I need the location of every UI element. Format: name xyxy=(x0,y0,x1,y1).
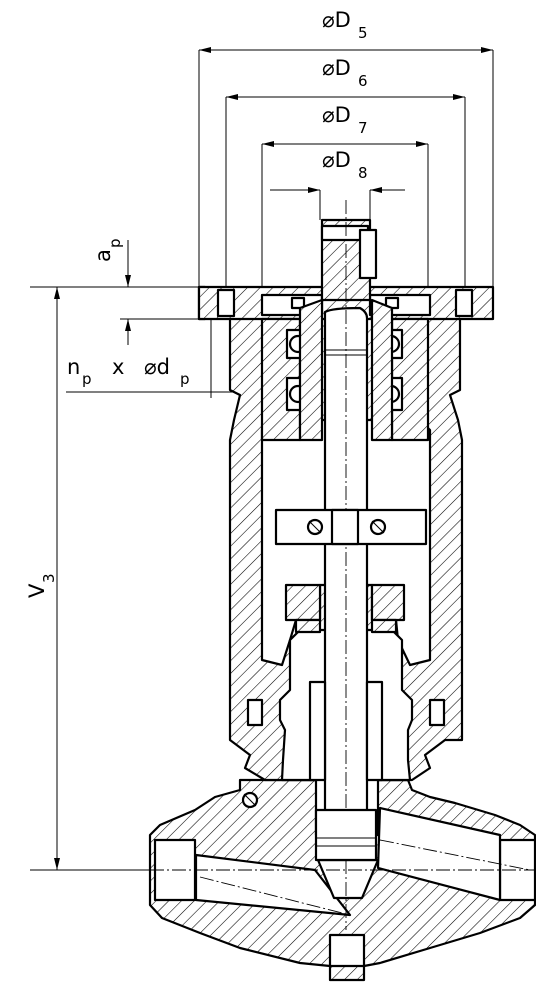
dim-label-V3-subscript: 3 xyxy=(40,573,58,583)
dim-label-dp-subscript: p xyxy=(180,370,190,388)
stem-nut xyxy=(298,218,394,442)
dim-label-dp-symbol: ⌀d xyxy=(144,355,170,379)
dim-label-dp: ⌀d p xyxy=(144,355,190,388)
stem-packing xyxy=(308,680,384,782)
dim-label-D6-subscript: 6 xyxy=(358,72,368,90)
dim-label-D8-symbol: ⌀D xyxy=(322,148,351,172)
dim-label-D5-subscript: 5 xyxy=(358,24,368,42)
dim-label-V3-symbol: V xyxy=(25,583,49,598)
dim-label-x: x xyxy=(112,355,124,379)
dim-label-ap-subscript: p xyxy=(106,238,124,248)
dim-label-x-symbol: x xyxy=(112,355,124,379)
dim-label-np-symbol: n xyxy=(67,355,80,379)
dim-label-D7-symbol: ⌀D xyxy=(322,103,351,127)
dim-label-ap: a p xyxy=(91,238,124,262)
dim-label-D8: ⌀D 8 xyxy=(322,148,368,182)
dim-label-D6-symbol: ⌀D xyxy=(322,56,351,80)
dim-label-ap-symbol: a xyxy=(91,249,115,262)
dim-label-np-subscript: p xyxy=(82,370,92,388)
dim-label-np: n p xyxy=(67,355,92,388)
dimension-lines xyxy=(30,47,494,871)
gland-follower xyxy=(284,583,406,634)
dim-label-D7-subscript: 7 xyxy=(358,119,368,137)
valve-body xyxy=(148,778,536,982)
dim-label-D8-subscript: 8 xyxy=(358,164,368,182)
anti-rotation-guide xyxy=(274,508,428,546)
dim-label-V3: V 3 xyxy=(25,573,58,598)
dim-label-D5-symbol: ⌀D xyxy=(322,8,351,32)
dim-label-D7: ⌀D 7 xyxy=(322,103,368,137)
valve-plug xyxy=(314,808,378,862)
dim-label-D5: ⌀D 5 xyxy=(322,8,368,42)
dim-label-D6: ⌀D 6 xyxy=(322,56,368,90)
valve-stem xyxy=(323,200,369,930)
